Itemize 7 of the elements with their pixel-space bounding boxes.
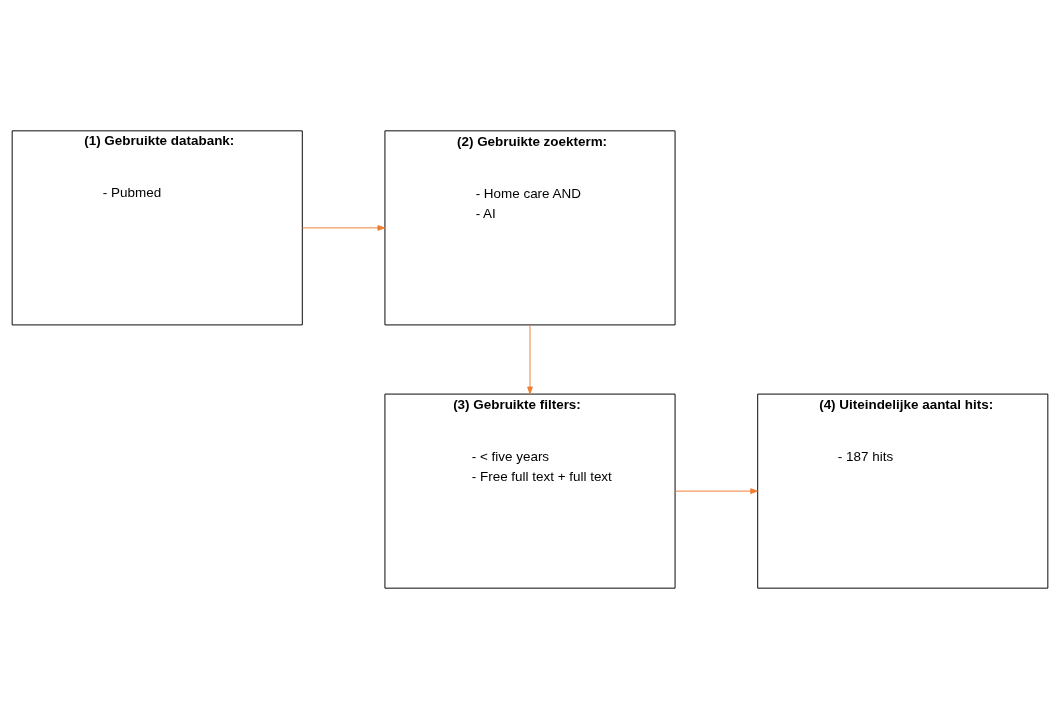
- node-box: (3) Gebruikte filters: - < five years - Free full text + full text: [384, 393, 676, 589]
- arrow: [302, 225, 386, 231]
- arrow: [674, 488, 758, 494]
- node-box: (4) Uiteindelijke aantal hits: - 187 hits: [757, 393, 1049, 589]
- node-box: (1) Gebruikte databank: - Pubmed: [11, 130, 303, 326]
- node-box: (2) Gebruikte zoekterm: - Home care AND - AI: [384, 130, 676, 326]
- arrow: [527, 324, 533, 395]
